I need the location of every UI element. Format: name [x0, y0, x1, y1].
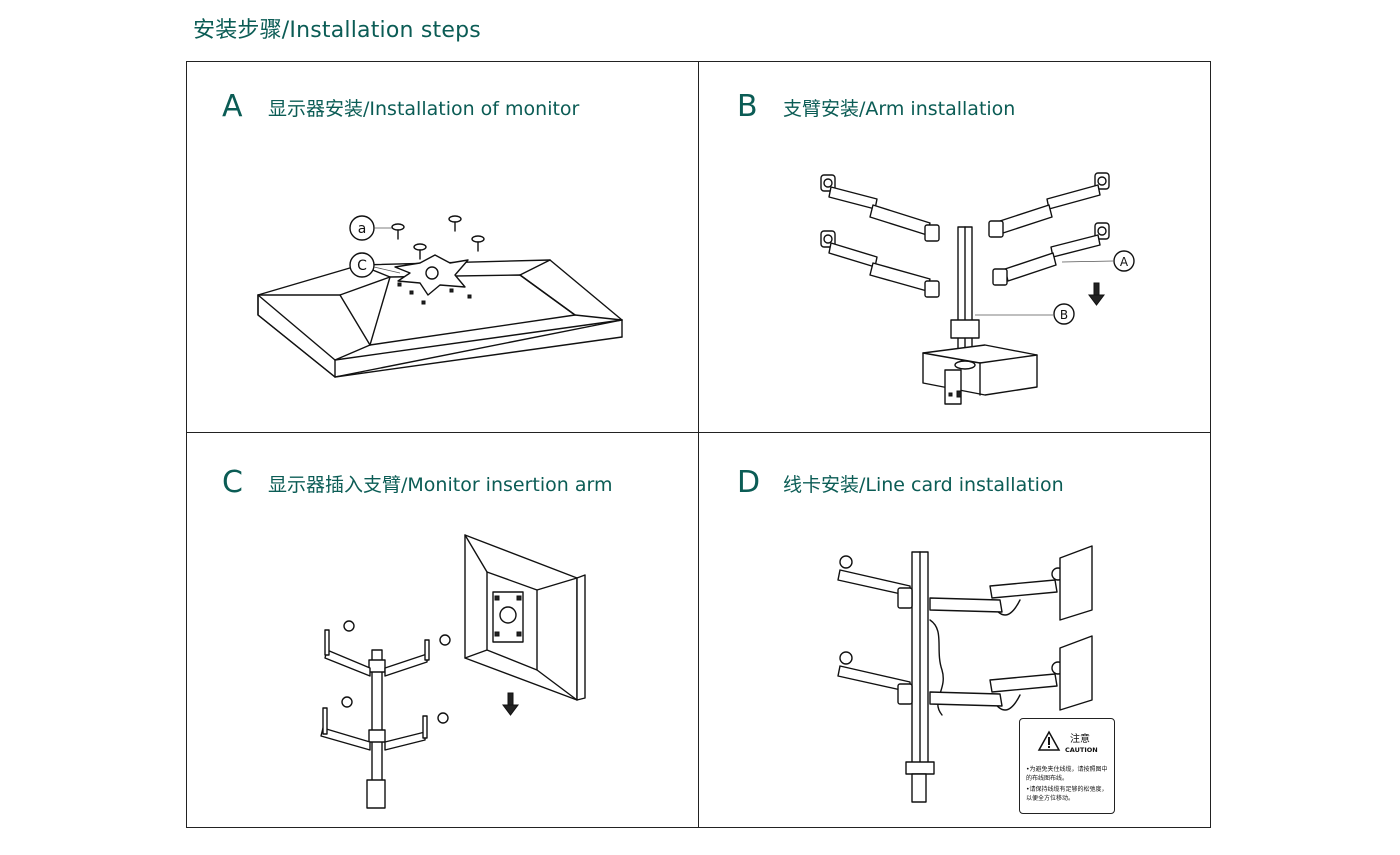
caution-line-1: •为避免夹住线缆，请按照图中的布线图布线。 [1026, 766, 1108, 782]
caution-title-en: CAUTION [1065, 746, 1098, 754]
panel-b-letter: B [737, 89, 758, 124]
panel-a-letter: A [222, 89, 243, 124]
callout-a: a [358, 221, 367, 237]
warning-triangle-icon [1037, 730, 1061, 751]
grid-divider-horizontal [186, 432, 1211, 433]
page-title: 安装步骤/Installation steps [193, 18, 481, 43]
screw-icon [391, 223, 405, 240]
screw-icon [471, 235, 485, 252]
panel-d-letter: D [737, 465, 761, 500]
panel-a-heading: 显示器安装/Installation of monitor [268, 98, 580, 120]
caution-line-2: •请保持线缆有足够的松弛度，以便全方位移动。 [1026, 786, 1108, 802]
panel-a-illustration: a C [257, 215, 623, 378]
callout-arm-b: B [1060, 308, 1068, 322]
grid-divider-vertical [698, 61, 699, 828]
panel-d-heading: 线卡安装/Line card installation [783, 474, 1064, 496]
caution-title-zh: 注意 [1070, 734, 1090, 745]
panel-c-heading: 显示器插入支臂/Monitor insertion arm [268, 474, 613, 496]
panel-c-letter: C [222, 465, 243, 500]
callout-c: C [357, 258, 367, 274]
caution-label: 注意 CAUTION •为避免夹住线缆，请按照图中的布线图布线。 •请保持线缆有… [1019, 718, 1115, 814]
arrow-down-icon [502, 692, 519, 716]
panel-d-illustration [837, 545, 1093, 803]
panel-c-illustration [320, 534, 586, 809]
callout-arm-a: A [1120, 255, 1129, 269]
screw-icon [413, 243, 427, 260]
panel-b-illustration: A B [820, 172, 1135, 405]
screw-icon [448, 215, 462, 232]
panel-b-heading: 支臂安装/Arm installation [783, 98, 1016, 120]
arrow-down-icon [1088, 282, 1105, 306]
